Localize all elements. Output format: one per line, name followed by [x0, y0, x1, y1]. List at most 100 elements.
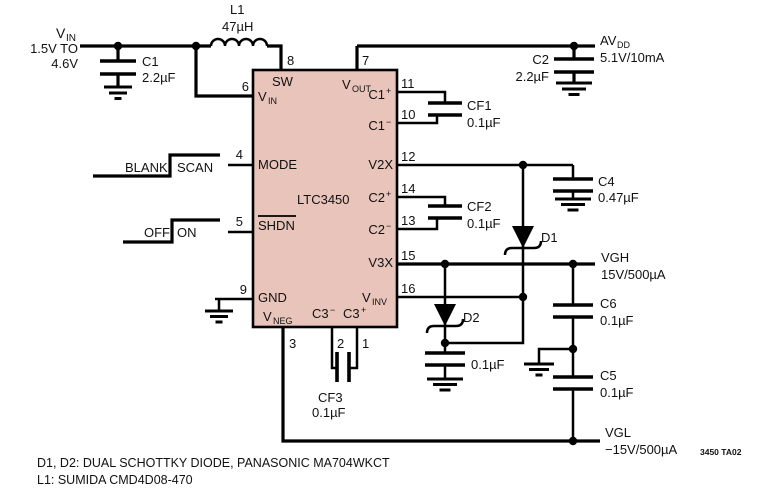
output-vgh-spec: 15V/500µA — [601, 267, 666, 282]
wire-c1plus — [397, 90, 447, 103]
pin-number-13: 13 — [401, 213, 415, 228]
wire-c1minus — [397, 115, 439, 125]
inductor-l1-value: 47µH — [222, 19, 253, 34]
ground-mid — [524, 362, 554, 377]
capacitor-cf1-ref: CF1 — [467, 98, 492, 113]
capacitor-c1-ref: C1 — [142, 54, 159, 69]
chip-label-c2p-sup: + — [386, 189, 391, 199]
diode-d1-triangle — [512, 226, 534, 248]
capacitor-cinv-value: 0.1µF — [471, 357, 505, 372]
capacitor-cf2-value: 0.1µF — [467, 216, 501, 231]
chip-label-vneg-sub: NEG — [273, 316, 293, 326]
junction-dot — [518, 160, 528, 170]
chip-label-c2m-main: C2 — [368, 222, 385, 237]
waveform-shdn — [123, 218, 220, 244]
ground-c4 — [555, 197, 591, 212]
chip-label-c3p-sup: + — [361, 305, 366, 315]
wire-mid-ground — [537, 347, 573, 364]
pin-number-15: 15 — [401, 248, 415, 263]
capacitor-cf1-value: 0.1µF — [467, 115, 501, 130]
capacitor-cf2-ref: CF2 — [467, 199, 492, 214]
chip-label-vout-main: V — [342, 77, 351, 92]
capacitor-c6-value: 0.1µF — [600, 313, 634, 328]
chip-body-ltc3450 — [251, 68, 399, 329]
wire-avdd-rail — [355, 44, 595, 83]
pin-number-12: 12 — [401, 149, 415, 164]
chip-label-c1p-sup: + — [386, 86, 391, 96]
capacitor-c6-plates — [553, 303, 593, 319]
source-vin-main: V — [56, 25, 66, 41]
wire-c2plus — [397, 195, 447, 206]
signal-mode-high: SCAN — [177, 160, 213, 175]
diode-d1-label: D1 — [541, 230, 558, 245]
chip-label-vin-main: V — [258, 89, 267, 104]
chip-label-c1m-main: C1 — [368, 118, 385, 133]
capacitor-c6-ref: C6 — [600, 296, 617, 311]
pin-number-6: 6 — [242, 79, 249, 94]
chip-label-c3m-sup: − — [330, 305, 335, 315]
ground-pin9 — [205, 309, 233, 324]
chip-label-gnd: GND — [258, 290, 287, 305]
pin-number-14: 14 — [401, 181, 415, 196]
signal-shdn-low: OFF — [144, 225, 170, 240]
ground-cinv — [427, 377, 463, 392]
wire-vin-rail — [80, 44, 283, 98]
chip-label-v2x: V2X — [368, 157, 393, 172]
signal-shdn-high: ON — [177, 225, 197, 240]
junction-dot — [568, 344, 578, 354]
junction-dot — [518, 292, 528, 302]
pin-number-5: 5 — [236, 214, 243, 229]
capacitor-c4-value: 0.47µF — [598, 190, 639, 205]
capacitor-c4-plates — [553, 177, 593, 193]
pin-number-8: 8 — [287, 53, 294, 68]
junction-dot — [568, 259, 578, 269]
chip-label-shdn: SHDN — [258, 218, 295, 233]
chip-label-vinv-main: V — [362, 290, 371, 305]
note-line2: L1: SUMIDA CMD4D08-470 — [37, 473, 193, 487]
pin-number-9: 9 — [240, 282, 247, 297]
output-vgl-name: VGL — [605, 425, 631, 440]
chip-label-mode: MODE — [258, 157, 297, 172]
capacitor-c5-plates — [553, 375, 593, 391]
capacitor-c2-ref: C2 — [532, 52, 549, 67]
junction-dot — [191, 41, 201, 51]
pin-number-4: 4 — [236, 147, 243, 162]
wire-vinv — [397, 295, 525, 379]
pin-number-1: 1 — [362, 336, 369, 351]
output-vgh-name: VGH — [601, 250, 629, 265]
capacitor-cf2-plates — [428, 204, 462, 220]
capacitor-cf3-ref: CF3 — [318, 390, 343, 405]
pin-number-2: 2 — [337, 336, 344, 351]
pin-number-7: 7 — [362, 53, 369, 68]
inductor-l1-ref: L1 — [230, 2, 244, 17]
source-vin-sub: IN — [66, 33, 76, 44]
chip-label-c1p-main: C1 — [368, 87, 385, 102]
diode-d2-schottky-bar — [425, 318, 465, 334]
pin-number-16: 16 — [401, 281, 415, 296]
ground-c1 — [104, 85, 132, 100]
wire-v2x — [397, 163, 575, 199]
wire-gnd-pin9 — [215, 297, 253, 311]
junction-dot — [568, 436, 578, 446]
output-avdd-sub: DD — [617, 40, 630, 50]
diode-d2-label: D2 — [463, 310, 480, 325]
capacitor-c5-value: 0.1µF — [600, 385, 634, 400]
output-avdd-spec: 5.1V/10mA — [600, 50, 665, 65]
figure-id: 3450 TA02 — [700, 447, 742, 457]
chip-label-vin-sub: IN — [268, 96, 277, 106]
signal-mode-low: BLANK — [125, 160, 168, 175]
capacitor-c5-ref: C5 — [600, 368, 617, 383]
capacitor-cf1-plates — [428, 101, 462, 117]
capacitor-c1-value: 2.2µF — [142, 70, 176, 85]
junction-dots — [113, 41, 579, 446]
capacitor-c1-plates — [100, 59, 136, 76]
chip-label-c3p-main: C3 — [343, 306, 360, 321]
chip-label-vneg-main: V — [263, 309, 272, 324]
capacitor-cf3-value: 0.1µF — [312, 405, 346, 420]
output-vgl-spec: −15V/500µA — [605, 442, 678, 457]
diode-d1-schottky-bar — [503, 240, 543, 256]
chip-label-sw: SW — [272, 74, 294, 89]
chip-label-c2m-sup: − — [386, 221, 391, 231]
chip-label-v3x: V3X — [368, 255, 393, 270]
note-line1: D1, D2: DUAL SCHOTTKY DIODE, PANASONIC M… — [37, 456, 390, 470]
